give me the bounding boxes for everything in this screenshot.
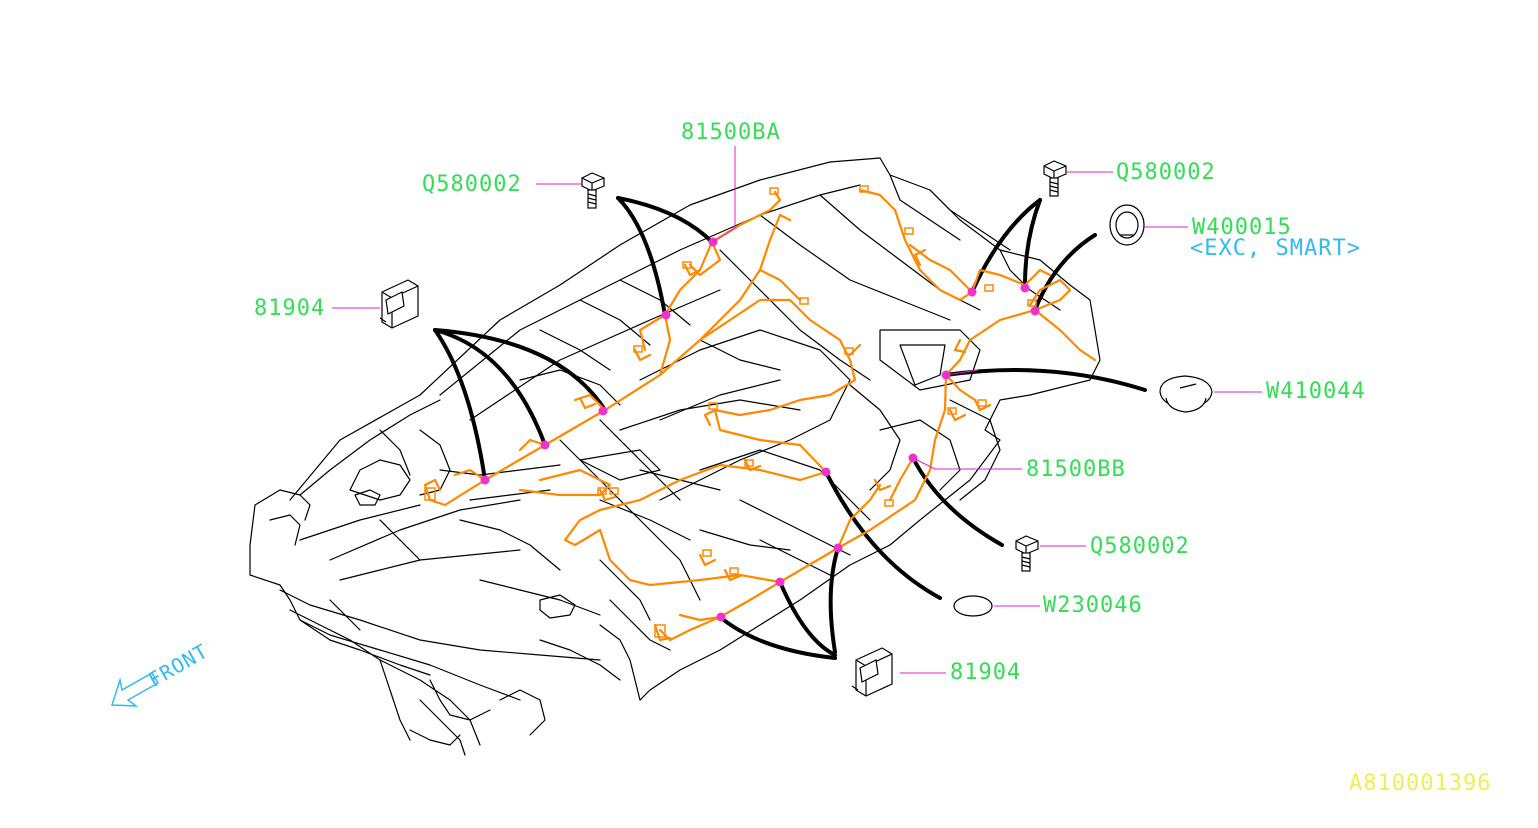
label-bolt-right[interactable]: Q580002: [1090, 534, 1190, 559]
weatherstrip-curves: [433, 196, 1147, 660]
label-bolt-top-right[interactable]: Q580002: [1116, 160, 1216, 185]
arrow-front-icon: [110, 671, 160, 707]
bolt-icon: [1043, 160, 1067, 197]
clip-icon: [379, 279, 419, 329]
clip-icon: [851, 647, 893, 697]
leader-lines: [332, 146, 1262, 674]
label-plug-right[interactable]: W410044: [1266, 379, 1366, 404]
bolt-icon: [581, 172, 605, 209]
plug-icon: [1159, 375, 1213, 413]
bolt-icon: [1015, 535, 1039, 572]
grommet-icon: [1109, 204, 1145, 246]
label-grommet-note: <EXC, SMART>: [1190, 236, 1361, 261]
harness-connectors: [424, 185, 1037, 638]
label-clip-left[interactable]: 81904: [254, 296, 326, 321]
harness-clip-points: [480, 237, 1040, 622]
label-plug-bottom[interactable]: W230046: [1043, 593, 1143, 618]
diagram-reference-code: A810001396: [1349, 771, 1492, 796]
wiring-harness: [423, 188, 1097, 642]
label-grommet-top-right[interactable]: W400015: [1192, 215, 1292, 240]
label-harness-rear[interactable]: 81500BB: [1026, 457, 1126, 482]
label-bolt-top-left[interactable]: Q580002: [422, 172, 522, 197]
label-harness-front[interactable]: 81500BA: [681, 120, 781, 145]
body-floor-outline: [249, 157, 1101, 756]
plug-icon: [953, 595, 993, 617]
label-clip-bottom[interactable]: 81904: [950, 660, 1022, 685]
